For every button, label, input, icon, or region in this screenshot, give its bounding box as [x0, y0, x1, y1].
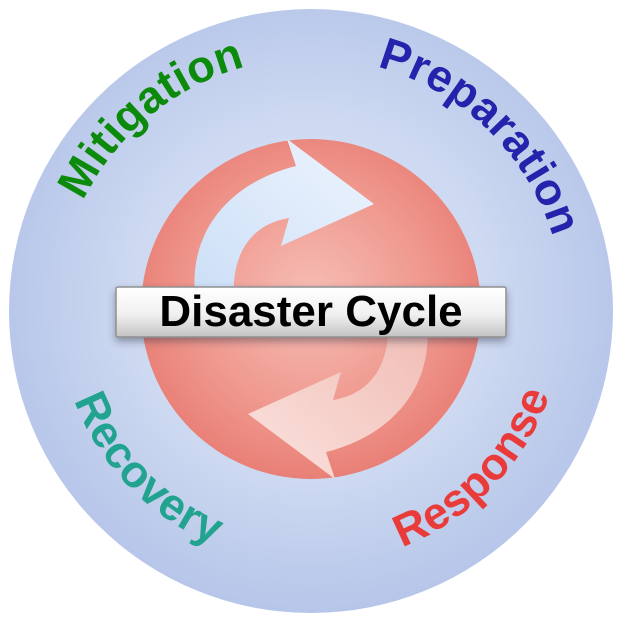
cycle-arrow-left-icon [248, 316, 428, 479]
cycle-arrow-right-icon [194, 139, 374, 302]
banner-background [115, 286, 507, 338]
center-banner: Disaster Cycle [115, 286, 507, 338]
diagram-title: Disaster Cycle [159, 287, 462, 336]
